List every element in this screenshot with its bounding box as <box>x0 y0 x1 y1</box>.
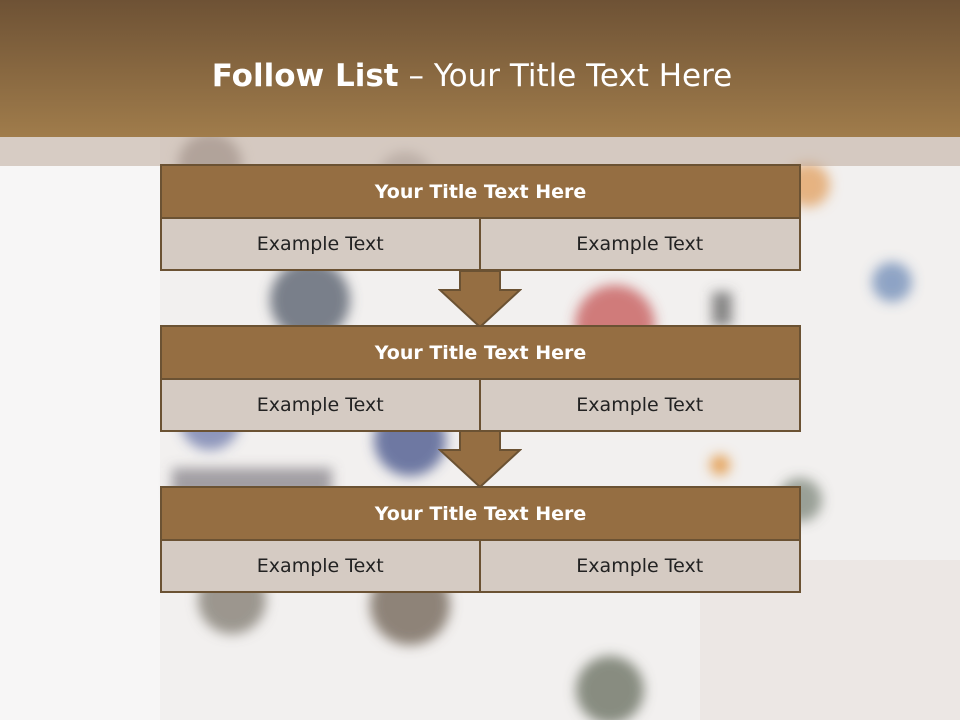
down-arrow-icon-1 <box>438 270 522 328</box>
step-3-cell-left: Example Text <box>160 541 481 593</box>
slide-title-rest: – Your Title Text Here <box>398 58 733 94</box>
step-title-3: Your Title Text Here <box>160 486 801 541</box>
slide-title: Follow List – Your Title Text Here <box>0 56 944 96</box>
down-arrow-icon-2 <box>438 430 522 488</box>
step-1-cell-right: Example Text <box>480 219 801 271</box>
slide-title-bold: Follow List <box>211 58 399 94</box>
step-2-cell-left: Example Text <box>160 380 481 432</box>
step-title-1: Your Title Text Here <box>160 164 801 219</box>
step-title-2: Your Title Text Here <box>160 325 801 380</box>
step-block-3: Your Title Text Here Example Text Exampl… <box>160 486 801 593</box>
step-1-cell-left: Example Text <box>160 219 481 271</box>
step-block-2: Your Title Text Here Example Text Exampl… <box>160 325 801 432</box>
step-block-1: Your Title Text Here Example Text Exampl… <box>160 164 801 271</box>
title-bar-strip <box>0 137 960 166</box>
step-2-cell-right: Example Text <box>480 380 801 432</box>
step-3-cell-right: Example Text <box>480 541 801 593</box>
title-bar <box>0 0 960 137</box>
